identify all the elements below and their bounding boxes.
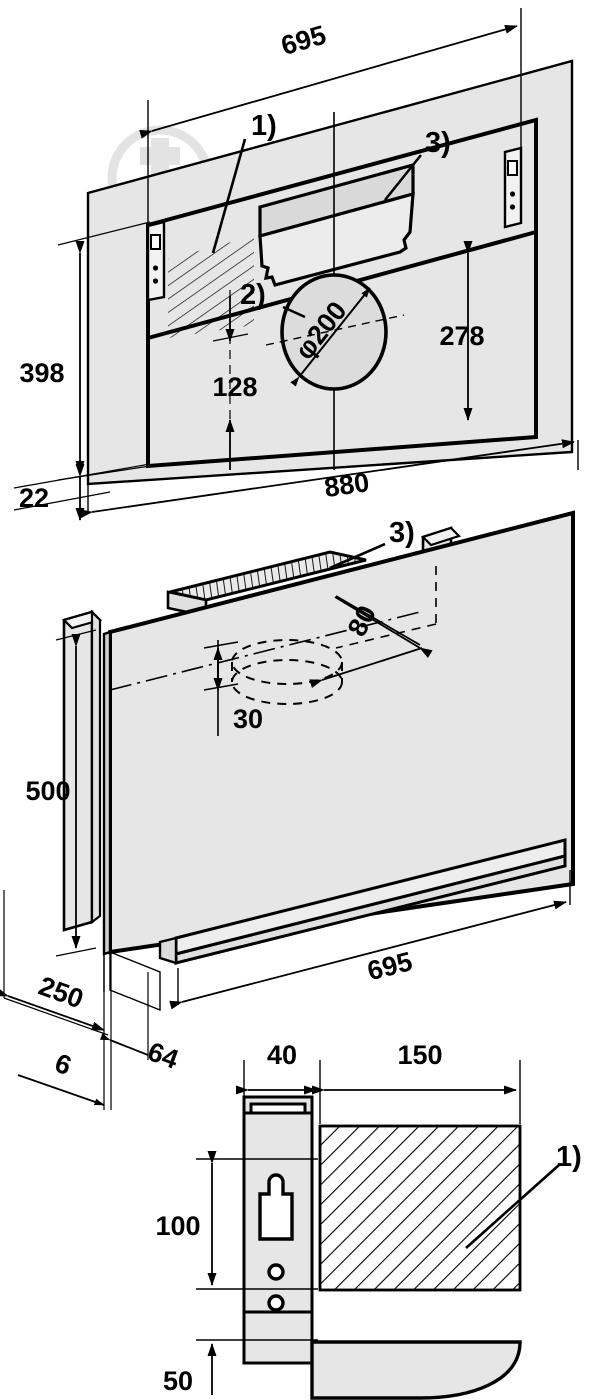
dim-label-22: 22 — [19, 483, 49, 513]
dim-278: 278 — [439, 241, 485, 421]
callout-3-middle: 3) — [329, 517, 415, 570]
dim-880: 880 — [79, 439, 579, 519]
view-top-wall-elevation: 695 880 398 22 — [13, 8, 579, 521]
dim-30: 30 — [203, 640, 263, 736]
front-glass-panel — [108, 510, 575, 955]
callout-3-top: 3) — [383, 127, 451, 201]
dim-label-6: 6 — [51, 1048, 75, 1081]
callout-label-2-top: 2) — [240, 279, 266, 311]
keyhole-slot-icon — [258, 1173, 294, 1241]
callout-label-1-top: 1) — [251, 110, 277, 142]
dim-label-278: 278 — [439, 321, 484, 351]
diameter-dim-line — [290, 287, 371, 387]
depth-construction-box — [103, 950, 161, 1012]
dim-64: 64 — [99, 972, 182, 1075]
callout-label-1-bottom: 1) — [556, 1141, 582, 1173]
side-rail-left — [61, 609, 103, 932]
dim-150: 150 — [312, 1040, 521, 1124]
dim-40: 40 — [236, 1040, 321, 1124]
dim-398: 398 — [19, 221, 151, 481]
dim-label-40: 40 — [267, 1040, 297, 1070]
dim-500: 500 — [25, 629, 97, 957]
outlet-circle — [265, 273, 405, 391]
mounting-bracket-right — [503, 146, 523, 229]
callout-label-3-top: 3) — [425, 127, 451, 159]
callout-1-top: 1) — [211, 110, 277, 254]
dim-label-128: 128 — [212, 372, 257, 402]
hatched-glass-area — [168, 236, 254, 338]
dim-50: 50 — [163, 1339, 318, 1396]
dim-100: 100 — [155, 1151, 318, 1290]
chimney-duct — [258, 162, 415, 287]
bracket-top-lip — [242, 1095, 314, 1115]
callout-1-bottom: 1) — [465, 1141, 582, 1249]
screw-hole-icon-lower — [267, 1294, 285, 1312]
front-panel-left-edge — [102, 630, 112, 956]
dim-label-880: 880 — [322, 467, 371, 503]
curved-apron — [310, 1340, 522, 1400]
dim-22: 22 — [13, 463, 151, 521]
dim-label-398: 398 — [19, 358, 64, 388]
dim-label-500: 500 — [25, 776, 70, 806]
construction-lines — [335, 566, 437, 649]
dim-label-150: 150 — [397, 1040, 442, 1070]
hidden-duct-outline — [231, 639, 343, 705]
callout-2-top: 2) — [240, 279, 306, 319]
dim-label-64: 64 — [144, 1036, 182, 1074]
dim-label-100: 100 — [155, 1211, 200, 1241]
dim-label-30: 30 — [233, 704, 263, 734]
view-middle-isometric: 500 695 250 6 — [0, 510, 575, 1110]
dim-label-50: 50 — [163, 1366, 193, 1396]
screw-hole-icon-upper — [267, 1263, 285, 1281]
view-bottom-bracket-detail: 40 150 100 50 — [155, 1040, 582, 1400]
centre-line-duct-h — [109, 611, 421, 691]
dim-label-695-top: 695 — [278, 20, 330, 61]
mounting-bracket-left — [146, 220, 166, 302]
callout-label-3-middle: 3) — [389, 517, 415, 549]
top-grille — [166, 550, 367, 618]
dim-128: 128 — [212, 290, 258, 470]
